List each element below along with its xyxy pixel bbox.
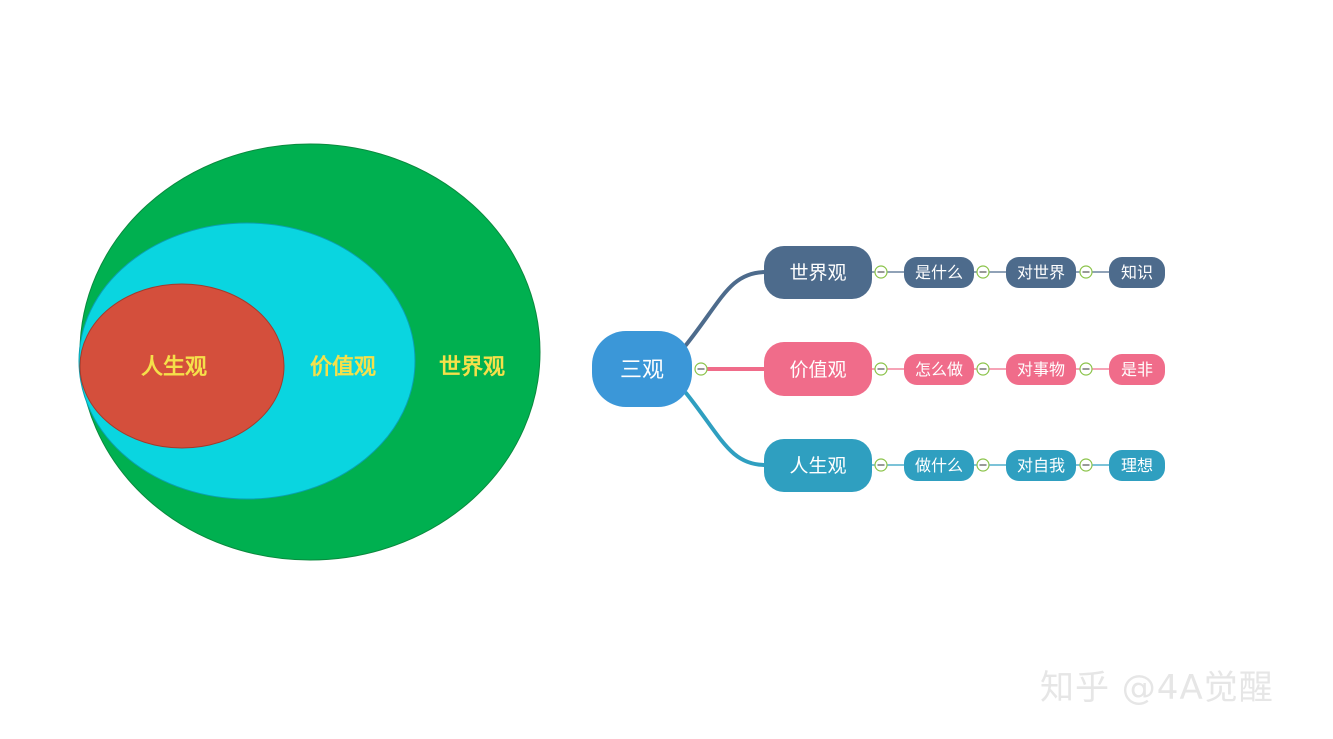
branch-row-2: 价值观 怎么做 对事物 — [764, 342, 1165, 396]
leaf-node-label: 是非 — [1121, 360, 1153, 379]
branch-node-values[interactable]: 价值观 — [764, 342, 872, 396]
leaf-node-label: 理想 — [1121, 456, 1153, 475]
leaf-node-label: 对事物 — [1017, 360, 1065, 379]
leaf-node-ideal[interactable]: 理想 — [1109, 450, 1165, 481]
leaf-node-label: 是什么 — [915, 263, 963, 282]
mind-map: 三观 世界观 是什么 — [592, 246, 1165, 492]
leaf-node-box[interactable] — [904, 354, 974, 385]
leaf-node-label: 怎么做 — [915, 360, 963, 379]
leaf-node-box[interactable] — [904, 450, 974, 481]
leaf-node-box[interactable] — [904, 257, 974, 288]
leaf-node-right-wrong[interactable]: 是非 — [1109, 354, 1165, 385]
leaf-node-how[interactable]: 怎么做 — [904, 354, 974, 385]
leaf-node-box[interactable] — [1006, 354, 1076, 385]
collapse-toggle[interactable] — [874, 458, 888, 472]
branch-node-label: 世界观 — [789, 262, 846, 284]
root-collapse-toggle[interactable] — [694, 362, 708, 376]
leaf-node-do-what[interactable]: 做什么 — [904, 450, 974, 481]
root-node-label: 三观 — [620, 358, 664, 383]
branch-node-box[interactable] — [764, 342, 872, 396]
leaf-node-knowledge[interactable]: 知识 — [1109, 257, 1165, 288]
root-node[interactable]: 三观 — [592, 331, 692, 407]
leaf-node-box[interactable] — [1006, 257, 1076, 288]
collapse-toggle[interactable] — [1079, 265, 1093, 279]
connector-root-branch-3 — [684, 391, 768, 467]
leaf-node-box[interactable] — [1006, 450, 1076, 481]
connector-root-branch-1 — [684, 270, 768, 347]
leaf-node-self[interactable]: 对自我 — [1006, 450, 1076, 481]
collapse-toggle[interactable] — [976, 265, 990, 279]
collapse-toggle[interactable] — [976, 362, 990, 376]
leaf-node-world[interactable]: 对世界 — [1006, 257, 1076, 288]
branch-row-1: 世界观 是什么 对世界 — [764, 246, 1165, 299]
branch-node-label: 人生观 — [789, 455, 846, 477]
branch-node-lifeview[interactable]: 人生观 — [764, 439, 872, 492]
leaf-node-what[interactable]: 是什么 — [904, 257, 974, 288]
leaf-node-box[interactable] — [1109, 354, 1165, 385]
leaf-node-box[interactable] — [1109, 450, 1165, 481]
branch-node-box[interactable] — [764, 439, 872, 492]
collapse-toggle[interactable] — [874, 265, 888, 279]
watermark: 知乎 @4A觉醒 — [1040, 668, 1274, 708]
collapse-toggle[interactable] — [1079, 458, 1093, 472]
root-node-box[interactable] — [592, 331, 692, 407]
branch-row-3: 人生观 做什么 对自我 — [764, 439, 1165, 492]
leaf-node-box[interactable] — [1109, 257, 1165, 288]
middle-ellipse-label: 价值观 — [310, 354, 376, 380]
leaf-node-label: 对自我 — [1017, 456, 1065, 475]
nested-ellipses: 人生观 价值观 世界观 — [78, 143, 541, 561]
branch-node-worldview[interactable]: 世界观 — [764, 246, 872, 299]
branch-node-label: 价值观 — [789, 359, 846, 381]
leaf-node-label: 知识 — [1121, 263, 1153, 282]
leaf-node-label: 做什么 — [915, 456, 963, 475]
collapse-toggle[interactable] — [1079, 362, 1093, 376]
inner-ellipse-label: 人生观 — [141, 355, 207, 380]
inner-ellipse-lifeview — [79, 283, 285, 449]
collapse-toggle[interactable] — [874, 362, 888, 376]
leaf-node-label: 对世界 — [1017, 263, 1065, 282]
branch-node-box[interactable] — [764, 246, 872, 299]
collapse-toggle[interactable] — [976, 458, 990, 472]
leaf-node-things[interactable]: 对事物 — [1006, 354, 1076, 385]
outer-ellipse-label: 世界观 — [439, 355, 505, 380]
